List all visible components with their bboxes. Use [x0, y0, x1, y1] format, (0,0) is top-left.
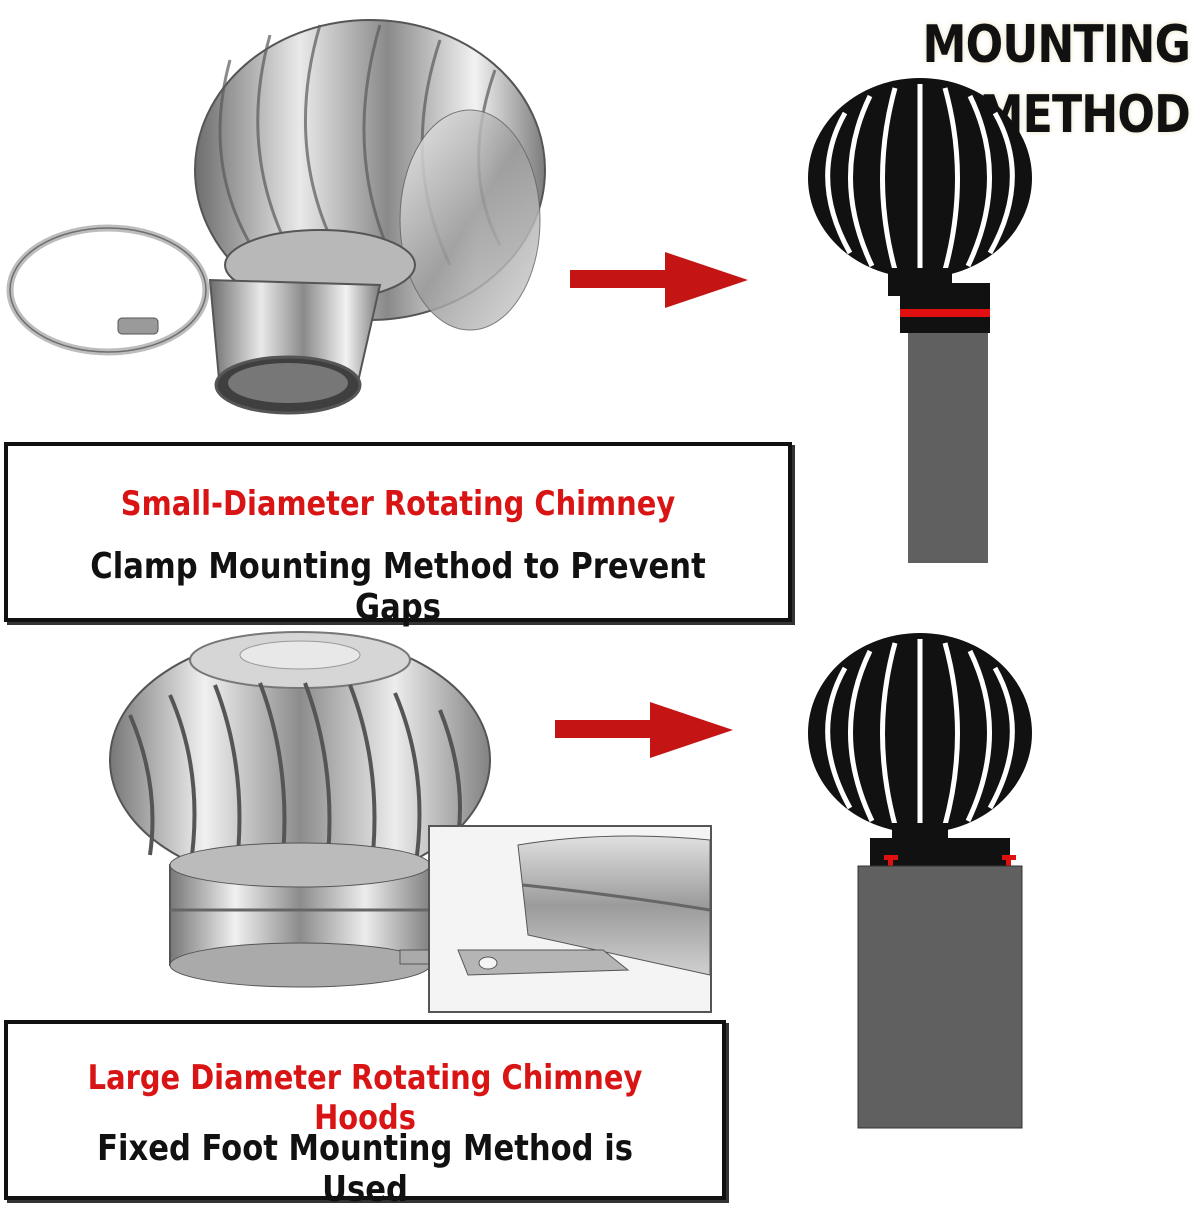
arrow-right-icon: [570, 252, 748, 308]
fixed-foot-description: Fixed Foot Mounting Method is Used: [97, 1128, 633, 1210]
small-diameter-heading: Small-Diameter Rotating Chimney: [120, 484, 676, 524]
small-diameter-caption-box: Small-Diameter Rotating Chimney Clamp Mo…: [4, 442, 792, 628]
clamp-mount-diagram: [808, 78, 1032, 563]
small-diameter-cowl-photo: [6, 19, 546, 415]
foot-detail-inset-photo: [428, 825, 712, 1013]
large-diameter-turbine-photo: [109, 631, 491, 988]
page-title: MOUNTING METHOD: [922, 15, 1190, 145]
large-diameter-caption-box: Large Diameter Rotating Chimney Hoods Fi…: [4, 1020, 726, 1210]
arrow-right-icon: [555, 702, 733, 758]
clamp-mount-description: Clamp Mounting Method to Prevent Gaps: [90, 546, 706, 628]
fixed-foot-mount-diagram: [808, 633, 1032, 1129]
large-diameter-heading: Large Diameter Rotating Chimney Hoods: [87, 1058, 643, 1138]
